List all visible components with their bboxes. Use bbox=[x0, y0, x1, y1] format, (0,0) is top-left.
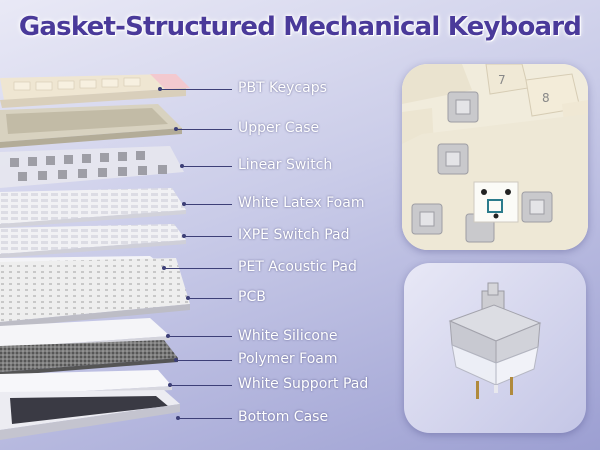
leader-line bbox=[174, 358, 232, 362]
layer-label-linear-switch: Linear Switch bbox=[238, 157, 333, 173]
leader-line bbox=[186, 296, 232, 300]
layer-label-pcb: PCB bbox=[238, 289, 266, 305]
linear-switch-photo bbox=[404, 263, 586, 433]
layer-label-bottom-case: Bottom Case bbox=[238, 409, 329, 425]
leader-line bbox=[182, 234, 232, 238]
layer-bottom-case bbox=[0, 390, 180, 440]
layer-label-pbt-keycaps: PBT Keycaps bbox=[238, 80, 327, 96]
layer-keycaps bbox=[0, 74, 190, 108]
layer-polymer-foam bbox=[0, 340, 178, 376]
layer-label-white-support-pad: White Support Pad bbox=[238, 376, 369, 392]
layer-label-white-latex-foam: White Latex Foam bbox=[238, 195, 365, 211]
layer-upper-case bbox=[0, 104, 182, 148]
layer-label-pet-acoustic-pad: PET Acoustic Pad bbox=[238, 259, 357, 275]
layer-label-ixpe-switch-pad: IXPE Switch Pad bbox=[238, 227, 350, 243]
layer-label-white-silicone: White Silicone bbox=[238, 328, 338, 344]
keyboard-closeup-photo: 7 8 bbox=[402, 64, 588, 250]
keycap-legend: 8 bbox=[542, 91, 550, 105]
layer-pcb bbox=[0, 258, 190, 328]
leader-line bbox=[182, 202, 232, 206]
leader-line bbox=[168, 383, 232, 387]
keycap-legend: 7 bbox=[498, 73, 506, 87]
leader-line bbox=[158, 87, 232, 91]
layer-ixpe-switch-pad bbox=[0, 224, 186, 258]
leader-line bbox=[174, 127, 232, 131]
leader-line bbox=[180, 164, 232, 168]
leader-line bbox=[176, 416, 232, 420]
layer-white-latex-foam bbox=[0, 188, 186, 228]
leader-line bbox=[162, 266, 232, 270]
leader-line bbox=[166, 334, 232, 338]
layer-label-polymer-foam: Polymer Foam bbox=[238, 351, 338, 367]
layer-linear-switches bbox=[0, 146, 184, 188]
layer-label-upper-case: Upper Case bbox=[238, 120, 320, 136]
page-title: Gasket-Structured Mechanical Keyboard bbox=[18, 12, 582, 42]
